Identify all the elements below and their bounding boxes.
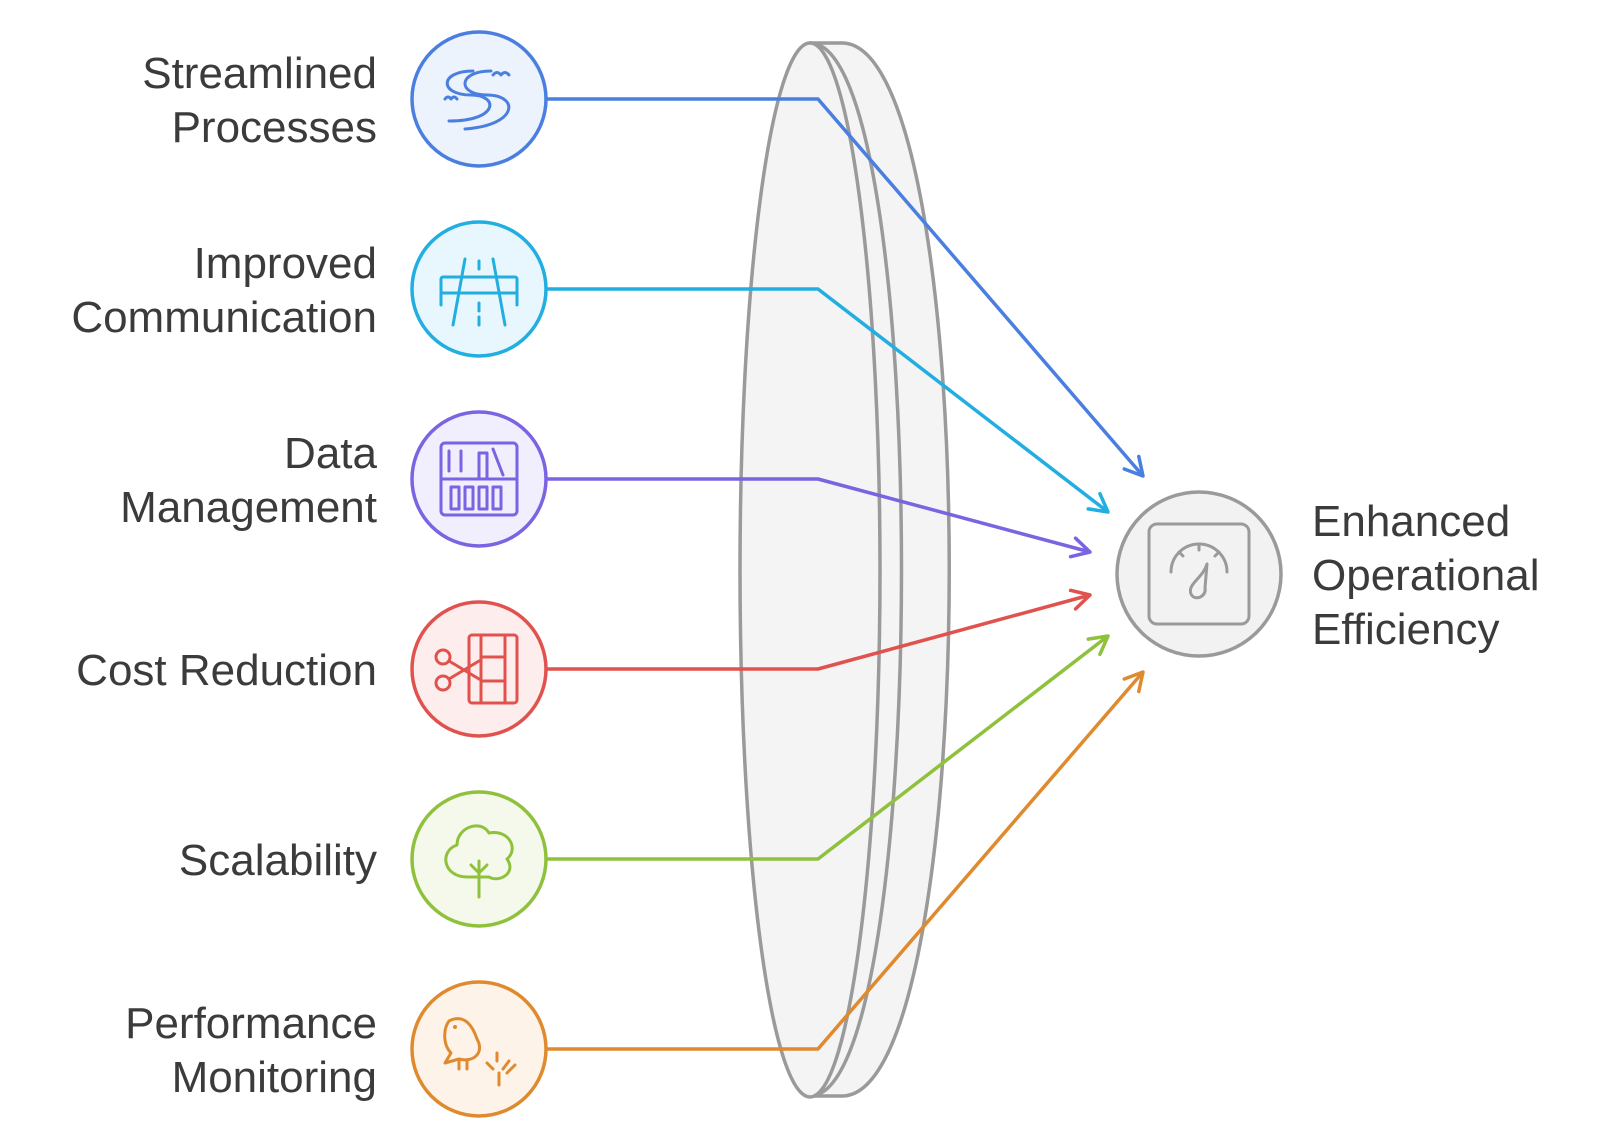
lens-front-face bbox=[738, 41, 882, 1099]
speedometer-icon bbox=[1147, 522, 1251, 626]
connector-4 bbox=[546, 634, 1110, 861]
tree-icon bbox=[444, 824, 514, 899]
node-0 bbox=[410, 30, 548, 168]
input-label-4: Scalability bbox=[179, 836, 377, 885]
node-3 bbox=[410, 600, 548, 738]
output-node bbox=[1115, 490, 1283, 658]
bridge-icon bbox=[439, 257, 519, 327]
arrowhead bbox=[1068, 536, 1092, 559]
input-nodes bbox=[410, 30, 548, 1118]
connector-0 bbox=[546, 97, 1145, 478]
arrowhead bbox=[1122, 670, 1145, 694]
connector-3 bbox=[546, 588, 1092, 671]
arrowhead bbox=[1122, 454, 1145, 478]
connector-5 bbox=[546, 670, 1145, 1051]
arrowhead bbox=[1086, 491, 1110, 514]
node-1 bbox=[410, 220, 548, 358]
river-icon bbox=[443, 69, 511, 131]
input-label-3: Cost Reduction bbox=[76, 646, 377, 695]
bookshelf-icon bbox=[439, 441, 519, 517]
node-4 bbox=[410, 790, 548, 928]
scissors-film-icon bbox=[434, 633, 519, 705]
node-2 bbox=[410, 410, 548, 548]
connectors bbox=[546, 97, 1145, 1051]
arrowhead bbox=[1086, 634, 1110, 657]
arrowhead bbox=[1068, 588, 1092, 611]
bird-icon bbox=[443, 1017, 517, 1087]
connector-1 bbox=[546, 287, 1110, 514]
lens-edge bbox=[809, 41, 904, 1098]
node-5 bbox=[410, 980, 548, 1118]
lens bbox=[738, 41, 951, 1099]
connector-2 bbox=[546, 477, 1092, 559]
